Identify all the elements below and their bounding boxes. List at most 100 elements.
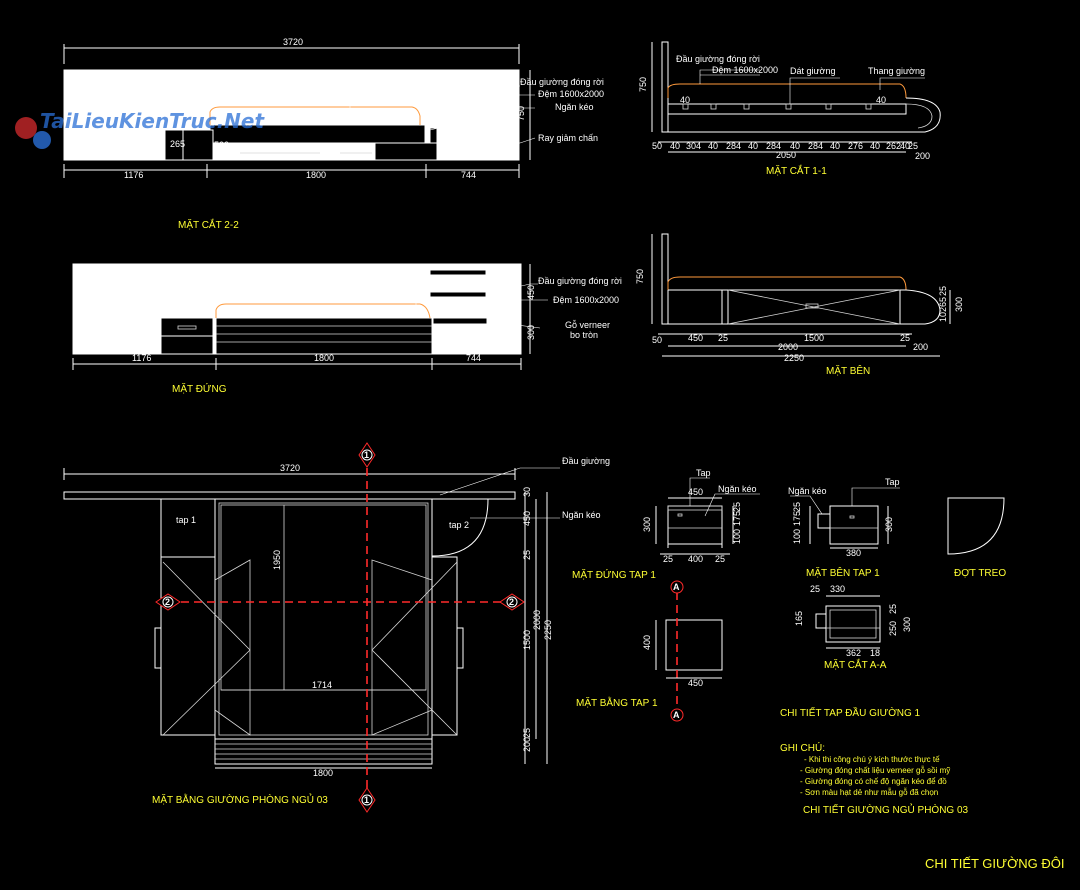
side-headboard xyxy=(661,233,669,325)
plan-bed-frame xyxy=(214,498,433,740)
section-1-1-dim-10: 276 xyxy=(848,141,863,151)
plan-label-drawer: Ngăn kéo xyxy=(562,510,601,520)
section-1-1-dim-5: 40 xyxy=(748,141,758,151)
section-marker-1-bottom: 1 xyxy=(358,787,376,813)
plan-tap2-label: tap 2 xyxy=(449,520,469,530)
section-1-1-dim-7: 40 xyxy=(790,141,800,151)
section-2-2-label-drawer: Ngăn kéo xyxy=(555,102,594,112)
section-1-1-dim-4: 284 xyxy=(726,141,741,151)
notes-item-1: - Khi thi công chú ý kích thước thực tế xyxy=(804,755,940,764)
plan-dim-2000: 2000 xyxy=(532,610,542,630)
tap-front-title: MẶT ĐỨNG TAP 1 xyxy=(572,568,656,581)
plan-headboard xyxy=(63,491,516,500)
section-2-2-label-rail: Ray giảm chấn xyxy=(538,133,598,143)
plan-tap1 xyxy=(160,498,216,558)
plan-dim-2250: 2250 xyxy=(543,620,553,640)
tap-side-label-drawer: Ngăn kéo xyxy=(788,486,827,496)
tap-plan-dim-h: 400 xyxy=(642,635,652,650)
plan-drawer-right xyxy=(431,556,458,736)
side-title: MẶT BÊN xyxy=(826,364,870,377)
section-2-2-dim-total: 3720 xyxy=(283,37,303,47)
tap-plan-title: MẶT BẰNG TAP 1 xyxy=(576,696,658,709)
tap-front-dim-r0: 100 xyxy=(732,529,742,544)
section-marker-2-left: 2 xyxy=(155,593,181,611)
side-dim-r2: 265 xyxy=(938,297,948,312)
side-dim-r1: 25 xyxy=(938,286,948,296)
plan-dim-v-2: 25 xyxy=(522,550,532,560)
shelf-shape xyxy=(947,497,1005,555)
svg-text:2: 2 xyxy=(165,597,170,607)
plan-dim-total: 3720 xyxy=(280,463,300,473)
elevation-title: MẶT ĐỨNG xyxy=(172,382,227,395)
side-dim-25b: 25 xyxy=(900,333,910,343)
side-dim-200: 200 xyxy=(913,342,928,352)
section-1-1-dim-1: 40 xyxy=(670,141,680,151)
plan-dim-v-5: 200 xyxy=(522,737,532,752)
side-dim-1500: 1500 xyxy=(804,333,824,343)
section-marker-2-right: 2 xyxy=(499,593,525,611)
plan-drawer-left xyxy=(160,556,216,736)
tap-front-dim-b0: 25 xyxy=(663,554,673,564)
elevation-dim-b2: 1800 xyxy=(314,353,334,363)
elevation-dim-b1: 1176 xyxy=(132,353,151,363)
section-1-1-label-mattress: Đệm 1600x2000 xyxy=(712,65,778,75)
section-1-1-dim-6: 284 xyxy=(766,141,781,151)
section-1-1-headboard xyxy=(661,41,669,133)
tap-front-body xyxy=(667,505,723,545)
tap-side-title: MẶT BÊN TAP 1 xyxy=(806,566,880,579)
tap-section-dim-t1: 330 xyxy=(830,584,845,594)
side-dim-50: 50 xyxy=(652,335,662,345)
section-2-2-dim-b2: 1800 xyxy=(306,170,326,180)
tap-side-dim-h: 300 xyxy=(884,517,894,532)
elevation-shelf-top xyxy=(429,269,487,276)
section-1-1-dim-14: 25 xyxy=(908,141,918,151)
notes-item-4: - Sơn màu hạt dẻ như mẫu gỗ đã chọn xyxy=(800,788,938,797)
elevation-dim-h2: 300 xyxy=(526,325,536,340)
tap-plan-dim-w: 450 xyxy=(688,678,703,688)
elevation-label-headboard: Đầu giường đóng rời xyxy=(538,276,622,286)
section-1-1-tag1: 40 xyxy=(680,95,690,105)
side-view: 750 50 450 25 1500 25 2000 200 2250 25 2… xyxy=(635,233,964,377)
tap-front-view: 450 300 25 400 25 100 175 25 Tap Ngăn ké… xyxy=(572,468,760,581)
section-2-2-dim-h2: 750 xyxy=(516,106,526,121)
svg-text:A: A xyxy=(673,582,680,592)
section-2-2-label-headboard: Đầu giường đóng rời xyxy=(520,77,604,87)
tap-front-dim-r2: 25 xyxy=(732,502,742,512)
section-marker-a-bottom: A xyxy=(670,708,684,722)
tap-side-dim-l0: 100 xyxy=(792,529,802,544)
plan-footboard xyxy=(214,738,433,765)
elevation-dim-h1: 450 xyxy=(526,285,536,300)
section-1-1-dim-0: 50 xyxy=(652,141,662,151)
plan-dim-v-3: 1500 xyxy=(522,630,532,650)
shelf-view: ĐỢT TREO xyxy=(947,497,1006,579)
svg-text:A: A xyxy=(673,710,680,720)
elevation-mattress xyxy=(215,303,431,319)
tap-section-dim-b1: 18 xyxy=(870,648,880,658)
section-marker-a-top: A xyxy=(670,580,684,594)
side-dim-2000: 2000 xyxy=(778,342,798,352)
watermark-text: TaiLieuKienTruc.Net xyxy=(40,109,265,133)
tap-section-dim-r0: 25 xyxy=(888,604,898,614)
tap-front-label-top: Tap xyxy=(696,468,711,478)
plan-dim-v-1: 450 xyxy=(522,511,532,526)
elevation-shelf-mid xyxy=(429,291,487,298)
notes-item-3: - Giường đóng có chế độ ngăn kéo để đồ xyxy=(800,777,947,786)
tap-section-body xyxy=(825,605,881,643)
tap-detail-title: CHI TIẾT TAP ĐẦU GIƯỜNG 1 xyxy=(780,706,921,719)
section-2-2-view: 265 500 3720 450 750 1176 1800 744 Đầu g… xyxy=(63,37,604,231)
elevation-bed-base xyxy=(215,317,433,355)
svg-text:2: 2 xyxy=(509,597,514,607)
section-1-1-frame xyxy=(668,97,941,133)
plan-dim-1714: 1714 xyxy=(312,680,332,690)
notes-item-2: - Giường đóng chất liệu verneer gỗ sồi m… xyxy=(800,766,950,775)
tap-section-dim-t0: 25 xyxy=(810,584,820,594)
tap-front-dim-h: 300 xyxy=(642,517,652,532)
plan-label-head: Đầu giường xyxy=(562,456,610,466)
section-1-1-tag2: 40 xyxy=(876,95,886,105)
tap-side-dim-l1: 175 xyxy=(792,511,802,526)
section-2-2-dim-b3: 744 xyxy=(461,170,476,180)
plan-title: MẶT BẰNG GIƯỜNG PHÒNG NGỦ 03 xyxy=(152,793,328,806)
